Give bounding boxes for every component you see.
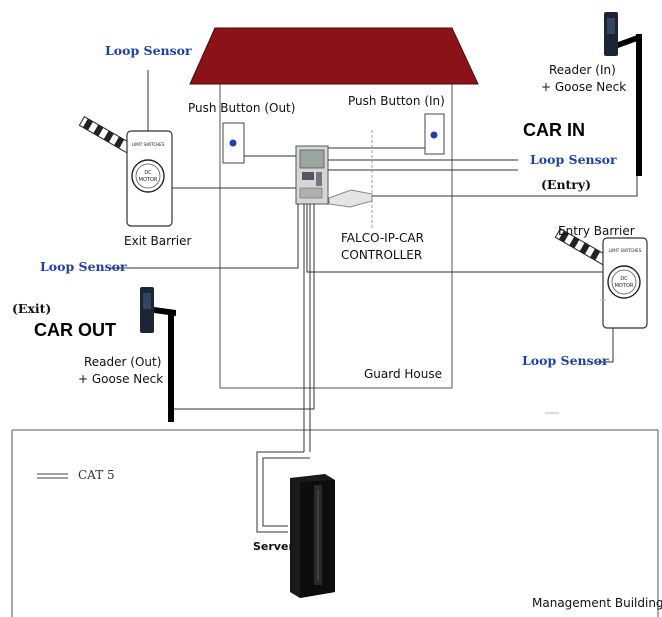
reader-in-label-line2: + Goose Neck	[541, 80, 627, 94]
exit-barrier-label: Exit Barrier	[124, 234, 192, 248]
guard-house-roof	[189, 27, 479, 85]
loop-sensor-label-entry-upper: Loop Sensor	[530, 152, 617, 167]
controller-label-line2: CONTROLLER	[341, 248, 423, 262]
decor-marks	[545, 299, 606, 414]
reader-out-label-line1: Reader (Out)	[84, 355, 162, 369]
entry-motor-dc-text: DC	[620, 276, 628, 282]
loop-sensor-label-exit-lower: Loop Sensor	[40, 259, 127, 274]
legend-cat5-swatch	[37, 473, 68, 479]
server-label: Server	[253, 540, 294, 553]
push-button-out	[222, 122, 245, 164]
exit-motor-limit-text: LIMIT SWITCHES	[132, 142, 165, 147]
push-button-in	[424, 113, 445, 155]
entry-label: (Entry)	[541, 177, 592, 192]
push-button-in-label: Push Button (In)	[348, 94, 445, 108]
entry-barrier-device: LIMIT SWITCHES DC MOTOR	[554, 227, 648, 329]
car-in-label: CAR IN	[523, 120, 585, 140]
exit-barrier-device: LIMIT SWITCHES DC MOTOR	[78, 115, 173, 227]
exit-motor-dc-text: DC	[144, 170, 152, 176]
guard-house-label: Guard House	[364, 367, 443, 381]
entry-barrier-label: Entry Barrier	[558, 224, 635, 238]
management-building-label: Management Building	[532, 596, 662, 610]
controller-device	[295, 145, 329, 205]
legend-cat5-label: CAT 5	[78, 468, 115, 482]
reader-out-device	[140, 287, 176, 422]
server-device	[290, 474, 335, 598]
controller-plate	[328, 189, 373, 208]
loop-sensor-label-exit: Loop Sensor	[105, 43, 192, 58]
push-button-out-label: Push Button (Out)	[188, 101, 296, 115]
wiring	[110, 70, 638, 533]
guard-house-walls	[219, 82, 453, 389]
reader-out-label-line2: + Goose Neck	[78, 372, 164, 386]
reader-in-label-line1: Reader (In)	[549, 63, 616, 77]
exit-motor-motor-text: MOTOR	[139, 177, 158, 183]
loop-sensor-label-entry-lower: Loop Sensor	[522, 353, 609, 368]
reader-in-device	[604, 12, 642, 176]
exit-label: (Exit)	[12, 301, 52, 316]
management-building-frame	[11, 429, 659, 617]
entry-motor-limit-text: LIMIT SWITCHES	[609, 248, 642, 253]
car-out-label: CAR OUT	[34, 320, 116, 340]
controller-label-line1: FALCO-IP-CAR	[341, 231, 424, 245]
entry-motor-motor-text: MOTOR	[615, 283, 634, 289]
